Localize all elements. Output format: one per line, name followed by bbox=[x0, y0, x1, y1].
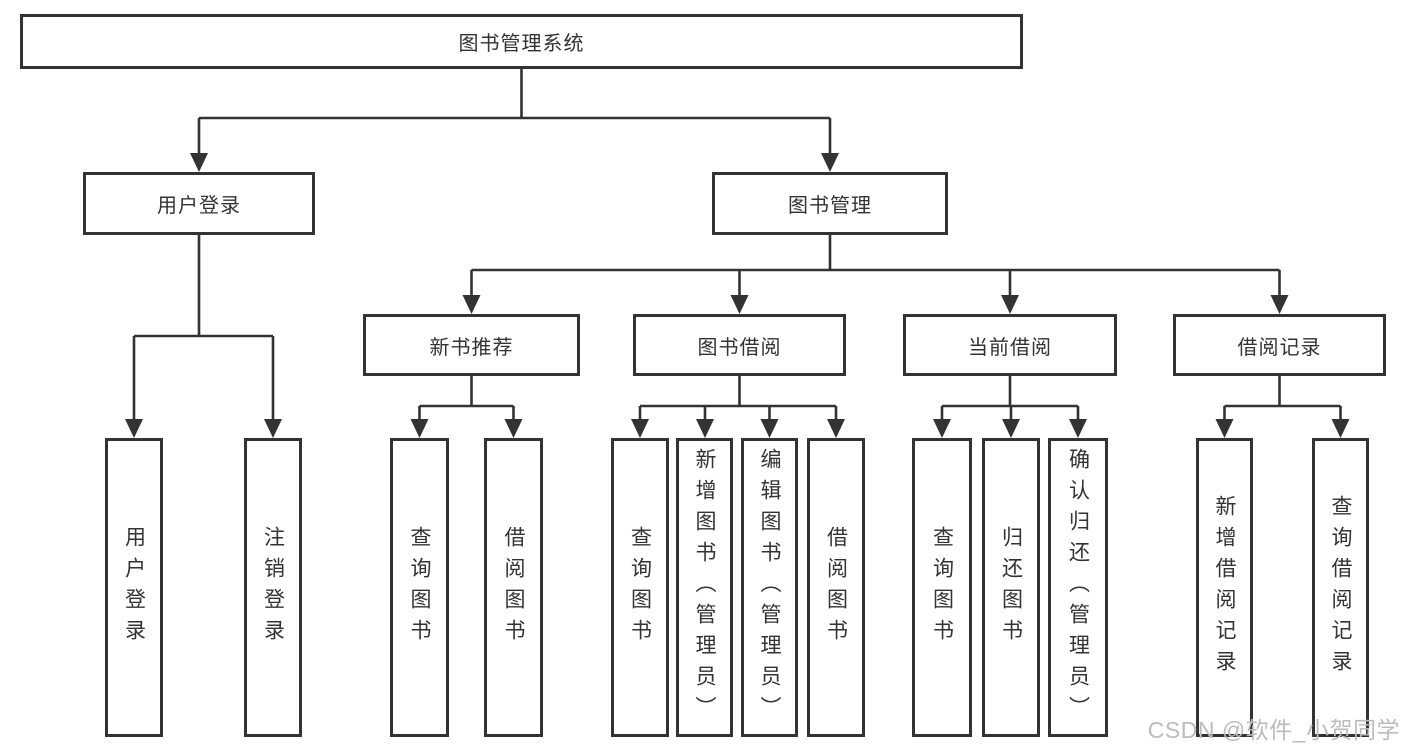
leaf-add-book-admin: 新增图书（管理员） bbox=[676, 438, 733, 737]
node-root-system: 图书管理系统 bbox=[20, 14, 1023, 69]
leaf-query-books-current-label: 查询图书 bbox=[930, 525, 954, 650]
arrow-down-icon bbox=[410, 419, 429, 438]
arrow-down-icon bbox=[827, 419, 845, 438]
arrow-down-icon bbox=[1069, 419, 1087, 438]
arrow-down-icon bbox=[933, 419, 951, 438]
node-new-book-recommend-label: 新书推荐 bbox=[429, 336, 514, 359]
arrow-down-icon bbox=[631, 419, 649, 438]
connector-root-to-level2 bbox=[197, 69, 832, 158]
leaf-confirm-return-admin: 确认归还（管理员） bbox=[1048, 438, 1108, 737]
leaf-query-books-current: 查询图书 bbox=[912, 438, 972, 737]
arrow-down-icon bbox=[504, 419, 523, 438]
leaf-confirm-return-admin-label: 确认归还（管理员） bbox=[1066, 448, 1090, 727]
node-book-borrow-label: 图书借阅 bbox=[697, 336, 782, 359]
arrow-down-icon bbox=[190, 153, 208, 172]
arrow-down-icon bbox=[1331, 419, 1350, 438]
leaf-edit-book-admin-label: 编辑图书（管理员） bbox=[758, 448, 781, 727]
arrow-down-icon bbox=[125, 419, 143, 438]
leaf-borrow-books: 借阅图书 bbox=[807, 438, 865, 737]
node-user-login: 用户登录 bbox=[83, 172, 315, 235]
leaf-return-books: 归还图书 bbox=[982, 438, 1040, 737]
leaf-edit-book-admin: 编辑图书（管理员） bbox=[741, 438, 798, 737]
leaf-user-login-label: 用户登录 bbox=[122, 525, 146, 650]
leaf-return-books-label: 归还图书 bbox=[999, 525, 1023, 650]
arrow-down-icon bbox=[462, 295, 481, 314]
leaf-query-books-borrow-label: 查询图书 bbox=[628, 525, 652, 650]
arrow-down-icon bbox=[264, 419, 282, 438]
csdn-watermark: CSDN @软件_小贺同学 bbox=[1147, 717, 1400, 743]
node-borrow-records: 借阅记录 bbox=[1173, 314, 1386, 376]
connector-book-management-branch bbox=[470, 235, 1281, 300]
leaf-user-login: 用户登录 bbox=[105, 438, 163, 737]
leaf-add-book-admin-label: 新增图书（管理员） bbox=[693, 448, 716, 727]
node-current-borrow: 当前借阅 bbox=[903, 314, 1117, 376]
leaf-borrow-books-recommend-label: 借阅图书 bbox=[502, 525, 525, 650]
leaf-query-books-recommend-label: 查询图书 bbox=[408, 525, 431, 650]
arrowheads bbox=[125, 153, 1350, 438]
arrow-down-icon bbox=[1001, 295, 1019, 314]
arrow-down-icon bbox=[760, 419, 779, 438]
leaf-query-borrow-record: 查询借阅记录 bbox=[1312, 438, 1369, 737]
node-book-management: 图书管理 bbox=[712, 172, 948, 235]
arrow-down-icon bbox=[1270, 295, 1289, 314]
connector-book-borrow-branch bbox=[638, 376, 838, 424]
node-user-login-label: 用户登录 bbox=[157, 195, 241, 217]
connector-borrow-records-branch bbox=[1223, 376, 1342, 424]
node-book-borrow: 图书借阅 bbox=[633, 314, 846, 376]
arrow-down-icon bbox=[1002, 419, 1020, 438]
node-root-system-label: 图书管理系统 bbox=[458, 33, 585, 55]
leaf-logout-label: 注销登录 bbox=[261, 525, 285, 650]
leaf-add-borrow-record-label: 新增借阅记录 bbox=[1213, 494, 1236, 681]
arrow-down-icon bbox=[730, 295, 749, 314]
leaf-borrow-books-recommend: 借阅图书 bbox=[484, 438, 543, 737]
connector-user-login-branch bbox=[132, 235, 275, 424]
leaf-add-borrow-record: 新增借阅记录 bbox=[1196, 438, 1253, 737]
node-book-management-label: 图书管理 bbox=[788, 195, 872, 217]
arrow-down-icon bbox=[821, 153, 839, 172]
connector-new-book-branch bbox=[418, 376, 515, 424]
leaf-borrow-books-label: 借阅图书 bbox=[824, 525, 848, 650]
node-current-borrow-label: 当前借阅 bbox=[968, 336, 1052, 359]
node-new-book-recommend: 新书推荐 bbox=[363, 314, 580, 376]
leaf-query-borrow-record-label: 查询借阅记录 bbox=[1329, 494, 1352, 681]
node-borrow-records-label: 借阅记录 bbox=[1237, 336, 1322, 359]
arrow-down-icon bbox=[1215, 419, 1234, 438]
leaf-query-books-borrow: 查询图书 bbox=[611, 438, 669, 737]
leaf-query-books-recommend: 查询图书 bbox=[390, 438, 449, 737]
leaf-logout: 注销登录 bbox=[244, 438, 302, 737]
connector-current-borrow-branch bbox=[940, 376, 1080, 424]
arrow-down-icon bbox=[696, 419, 714, 438]
